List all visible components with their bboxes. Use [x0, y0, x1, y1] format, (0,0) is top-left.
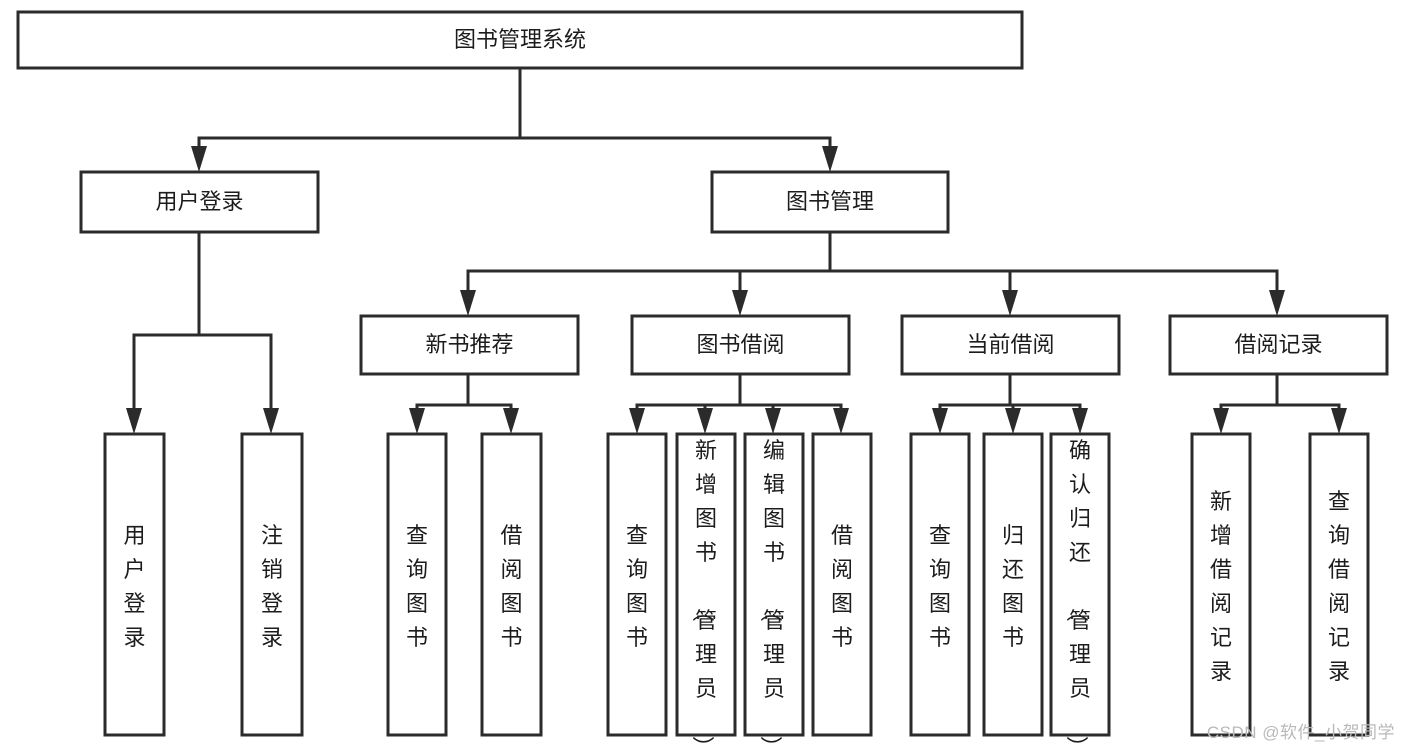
arrow-head-leaf-add-book-admin	[697, 408, 713, 434]
node-leaf-query-book-borrow[interactable]: 查询图书	[606, 432, 668, 737]
connector-edge-root-to-level2	[191, 66, 838, 172]
node-label-root: 图书管理系统	[454, 27, 586, 52]
node-box-leaf-logout-login[interactable]	[240, 432, 304, 737]
node-label-leaf-query-borrow-record: 查询借阅记录	[1328, 489, 1350, 684]
arrow-head-leaf-borrow-book-rec	[503, 408, 519, 434]
arrow-head-borrow-record	[1269, 290, 1285, 316]
node-box-leaf-add-book-admin[interactable]	[675, 432, 737, 737]
node-book-management[interactable]: 图书管理	[710, 170, 950, 234]
node-box-new-book-recommend[interactable]	[359, 314, 580, 376]
node-borrow-record[interactable]: 借阅记录	[1168, 314, 1389, 376]
node-leaf-borrow-book[interactable]: 借阅图书	[811, 432, 873, 737]
node-leaf-query-borrow-record[interactable]: 查询借阅记录	[1308, 432, 1370, 737]
arrow-head-leaf-logout-login	[263, 408, 279, 434]
node-box-leaf-query-book-current[interactable]	[909, 432, 971, 737]
node-label-leaf-borrow-book-rec: 借阅图书	[500, 523, 522, 650]
arrow-head-leaf-user-login	[126, 408, 142, 434]
arrow-head-leaf-return-book	[1005, 408, 1021, 434]
node-book-borrow[interactable]: 图书借阅	[630, 314, 851, 376]
node-box-leaf-return-book[interactable]	[982, 432, 1044, 737]
node-box-leaf-add-borrow-record[interactable]	[1190, 432, 1252, 737]
node-leaf-borrow-book-rec[interactable]: 借阅图书	[480, 432, 543, 737]
connector-edge-current-borrow-to-leaves	[932, 372, 1088, 434]
node-label-leaf-add-book-admin: 新增图书（管理员）	[690, 438, 717, 747]
node-label-leaf-confirm-return-admin: 确认归还（管理员）	[1064, 438, 1091, 747]
connectors-layer	[126, 66, 1347, 434]
node-leaf-edit-book-admin[interactable]: 编辑图书（管理员）	[743, 432, 805, 747]
node-box-leaf-query-book-rec[interactable]	[386, 432, 448, 737]
arrow-head-user-login	[191, 146, 207, 172]
node-label-current-borrow: 当前借阅	[966, 332, 1054, 357]
nodes-layer: 图书管理系统用户登录图书管理新书推荐图书借阅当前借阅借阅记录用户登录注销登录查询…	[16, 10, 1389, 747]
node-label-leaf-user-login: 用户登录	[123, 523, 145, 650]
node-current-borrow[interactable]: 当前借阅	[900, 314, 1121, 376]
node-leaf-add-book-admin[interactable]: 新增图书（管理员）	[675, 432, 737, 747]
node-box-book-borrow[interactable]	[630, 314, 851, 376]
node-root[interactable]: 图书管理系统	[16, 10, 1024, 70]
node-leaf-return-book[interactable]: 归还图书	[982, 432, 1044, 737]
node-leaf-query-book-rec[interactable]: 查询图书	[386, 432, 448, 737]
node-box-leaf-confirm-return-admin[interactable]	[1049, 432, 1111, 737]
arrow-head-leaf-confirm-return-admin	[1072, 408, 1088, 434]
node-box-user-login[interactable]	[79, 170, 320, 234]
node-box-leaf-edit-book-admin[interactable]	[743, 432, 805, 737]
arrow-head-book-borrow	[732, 290, 748, 316]
node-label-leaf-logout-login: 注销登录	[261, 523, 283, 650]
node-label-leaf-edit-book-admin: 编辑图书（管理员）	[758, 438, 785, 747]
connector-edge-book-borrow-to-leaves	[629, 372, 849, 434]
node-label-book-management: 图书管理	[786, 189, 874, 214]
node-leaf-confirm-return-admin[interactable]: 确认归还（管理员）	[1049, 432, 1111, 747]
node-label-leaf-borrow-book: 借阅图书	[831, 523, 853, 650]
arrow-head-leaf-query-book-rec	[409, 408, 425, 434]
connector-edge-new-book-recommend-to-leaves	[409, 372, 519, 434]
node-box-book-management[interactable]	[710, 170, 950, 234]
arrow-head-leaf-query-book-current	[932, 408, 948, 434]
arrow-head-leaf-edit-book-admin	[765, 408, 781, 434]
node-box-leaf-query-book-borrow[interactable]	[606, 432, 668, 737]
node-label-leaf-query-book-current: 查询图书	[929, 523, 951, 650]
node-box-leaf-user-login[interactable]	[103, 432, 166, 737]
node-label-user-login: 用户登录	[155, 189, 243, 214]
node-box-leaf-query-borrow-record[interactable]	[1308, 432, 1370, 737]
node-label-borrow-record: 借阅记录	[1234, 332, 1322, 357]
node-new-book-recommend[interactable]: 新书推荐	[359, 314, 580, 376]
node-label-new-book-recommend: 新书推荐	[425, 332, 513, 357]
node-box-borrow-record[interactable]	[1168, 314, 1389, 376]
connector-edge-user-login-to-leaves	[126, 230, 279, 434]
node-box-root[interactable]	[16, 10, 1024, 70]
node-label-book-borrow: 图书借阅	[696, 332, 784, 357]
node-leaf-user-login[interactable]: 用户登录	[103, 432, 166, 737]
node-box-current-borrow[interactable]	[900, 314, 1121, 376]
node-label-leaf-query-book-rec: 查询图书	[406, 523, 428, 650]
node-leaf-add-borrow-record[interactable]: 新增借阅记录	[1190, 432, 1252, 737]
node-leaf-query-book-current[interactable]: 查询图书	[909, 432, 971, 737]
connector-edge-book-management-to-level3	[460, 230, 1285, 316]
node-label-leaf-query-book-borrow: 查询图书	[626, 523, 648, 650]
node-box-leaf-borrow-book-rec[interactable]	[480, 432, 543, 737]
node-user-login[interactable]: 用户登录	[79, 170, 320, 234]
node-label-leaf-return-book: 归还图书	[1002, 523, 1024, 650]
arrow-head-leaf-add-borrow-record	[1213, 408, 1229, 434]
node-box-leaf-borrow-book[interactable]	[811, 432, 873, 737]
arrow-head-current-borrow	[1002, 290, 1018, 316]
node-label-leaf-add-borrow-record: 新增借阅记录	[1210, 489, 1232, 684]
arrow-head-new-book-recommend	[460, 290, 476, 316]
arrow-head-leaf-query-borrow-record	[1331, 408, 1347, 434]
arrow-head-leaf-borrow-book	[833, 408, 849, 434]
connector-edge-borrow-record-to-leaves	[1213, 372, 1347, 434]
node-leaf-logout-login[interactable]: 注销登录	[240, 432, 304, 737]
arrow-head-book-management	[822, 146, 838, 172]
arrow-head-leaf-query-book-borrow	[629, 408, 645, 434]
